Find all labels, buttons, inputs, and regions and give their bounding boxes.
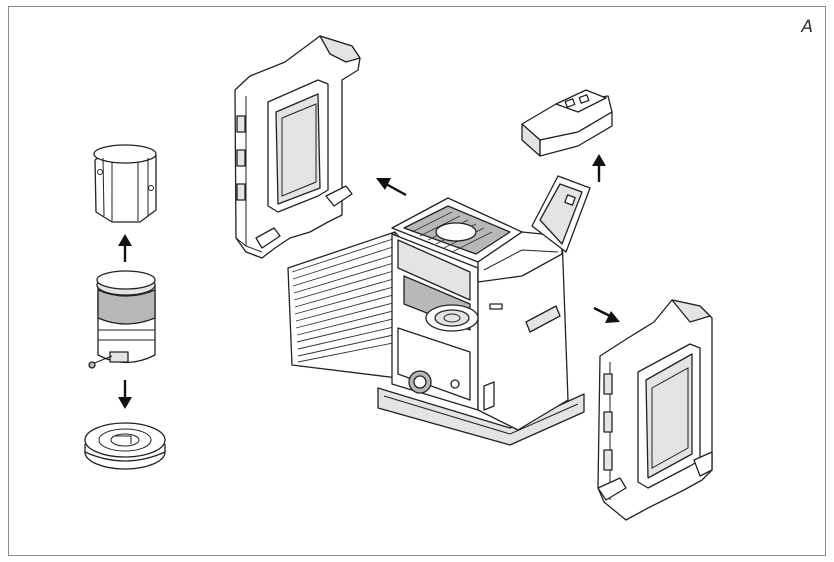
figure-label: A [801,17,813,37]
wick-burner-icon [88,270,156,369]
right-side-panel-icon [597,299,713,521]
arrow-down-icon [118,380,132,409]
arrow-up-icon [592,154,606,182]
arrow-up-icon [118,234,132,262]
heater-body-icon [377,197,585,446]
burner-shield-icon [93,144,157,223]
lid-flap-icon [531,175,591,253]
knob-cover-icon [521,89,613,157]
grille-door-icon [287,231,406,385]
arrow-up-left-icon [376,178,407,197]
left-side-panel-icon [234,35,361,259]
base-plate-icon [84,422,166,470]
arrow-down-right-icon [593,306,620,323]
